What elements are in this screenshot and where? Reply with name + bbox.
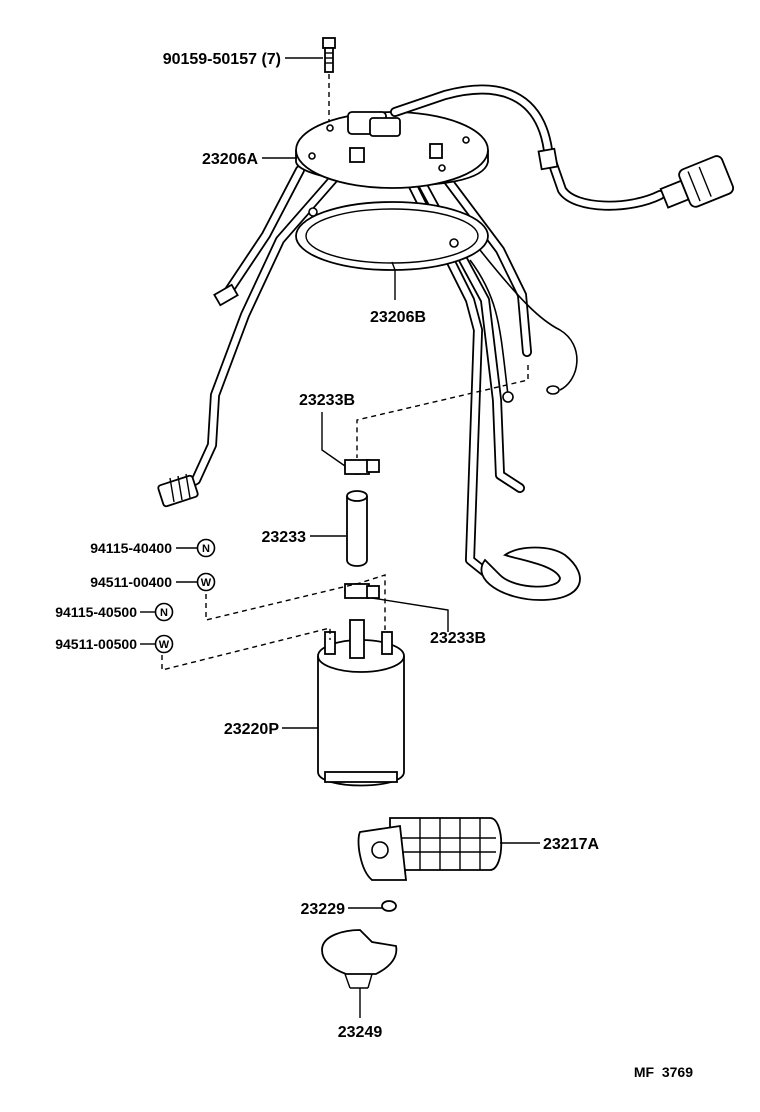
washer-symbol-m4: W bbox=[196, 572, 216, 592]
label-nut-m5: 94115-40500 bbox=[55, 604, 137, 620]
lower-clamp-drawing bbox=[344, 583, 380, 599]
upper-clamp-drawing bbox=[344, 459, 380, 475]
label-washer-m4: 94511-00400 bbox=[90, 574, 172, 590]
fuel-pump-drawing bbox=[317, 619, 405, 787]
nut-symbol-m5: N bbox=[154, 602, 174, 622]
label-bolt: 90159-50157 (7) bbox=[163, 51, 281, 68]
label-plate-gauge: 23206A bbox=[202, 151, 258, 168]
svg-text:N: N bbox=[202, 543, 210, 555]
label-clamp-upper: 23233B bbox=[299, 392, 355, 409]
label-hose: 23233 bbox=[262, 529, 307, 546]
tube-fitting bbox=[157, 473, 199, 508]
bracket-ring bbox=[480, 546, 581, 601]
label-clip: 23229 bbox=[301, 901, 346, 918]
svg-text:W: W bbox=[201, 577, 212, 589]
leader-lines bbox=[140, 57, 540, 1018]
gauge-plate-drawing bbox=[295, 111, 489, 189]
label-clamp-lower: 23233B bbox=[430, 630, 486, 647]
hose-drawing bbox=[346, 490, 368, 567]
fuel-tubes bbox=[171, 155, 532, 585]
cushion-drawing bbox=[321, 929, 398, 989]
filter-drawing bbox=[357, 817, 503, 881]
clip-drawing bbox=[381, 900, 397, 912]
svg-text:W: W bbox=[159, 639, 170, 651]
washer-symbol-m5: W bbox=[154, 634, 174, 654]
label-nut-m4: 94115-40400 bbox=[90, 540, 172, 556]
label-filter: 23217A bbox=[543, 836, 599, 853]
label-cushion: 23249 bbox=[338, 1024, 383, 1041]
gasket-drawing bbox=[295, 201, 489, 271]
svg-text:N: N bbox=[160, 607, 168, 619]
wiring-harness bbox=[390, 84, 735, 403]
label-fuel-pump: 23220P bbox=[224, 721, 279, 738]
label-washer-m5: 94511-00500 bbox=[55, 636, 137, 652]
figure-code: MF 3769 bbox=[634, 1064, 693, 1080]
bolt-drawing bbox=[322, 37, 336, 128]
nut-symbol-m4: N bbox=[196, 538, 216, 558]
label-gasket: 23206B bbox=[370, 309, 426, 326]
